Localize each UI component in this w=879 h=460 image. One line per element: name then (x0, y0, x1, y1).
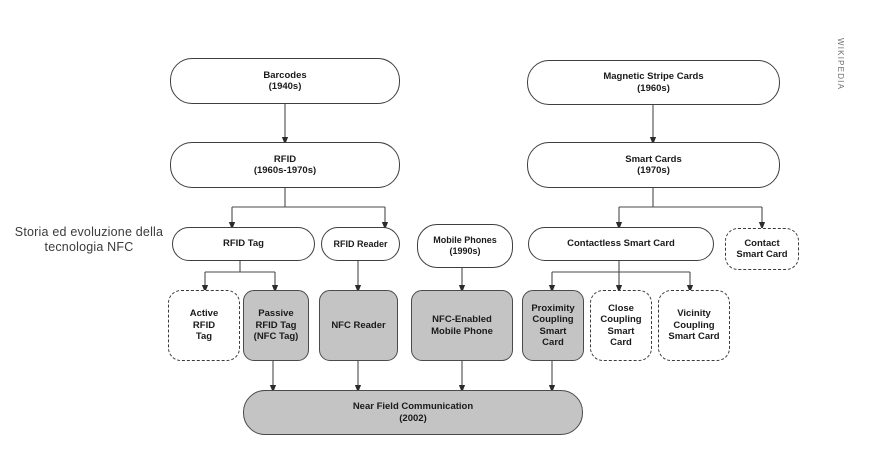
caption-line-1: Storia ed (14, 225, 67, 239)
node-magnetic-stripe-cards-sub: (1960s) (637, 82, 670, 94)
node-magnetic-stripe-cards-title: Magnetic Stripe Cards (603, 71, 704, 82)
node-smart-cards-title: Smart Cards (625, 153, 682, 165)
node-proximity-coupling-smart-card[interactable]: Proximity Coupling Smart Card (522, 290, 584, 361)
node-active-rfid-tag-line-3: Tag (195, 331, 213, 343)
node-vicinity-coupling-smart-card-line-3: Smart Card (668, 331, 720, 343)
node-near-field-communication-title: Near Field Communication (352, 401, 474, 412)
node-active-rfid-tag-line-2: RFID (192, 319, 216, 331)
node-smart-cards[interactable]: Smart Cards (1970s) (527, 142, 780, 188)
node-close-coupling-smart-card-line-3: Smart (607, 325, 635, 337)
node-active-rfid-tag-line-1: Active (189, 308, 219, 320)
node-near-field-communication-sub: (2002) (399, 412, 427, 424)
node-barcodes-title: Barcodes (263, 69, 307, 81)
node-passive-rfid-tag[interactable]: Passive RFID Tag (NFC Tag) (243, 290, 309, 361)
node-proximity-coupling-smart-card-line-2: Coupling (532, 314, 574, 325)
node-nfc-enabled-mobile-phone-line-1: NFC-Enabled (432, 314, 492, 325)
node-mobile-phones-sub: (1990s) (449, 246, 481, 256)
node-mobile-phones-title: Mobile Phones (433, 235, 497, 245)
diagram-caption: Storia ed evoluzione della tecnologia NF… (14, 225, 164, 255)
node-nfc-enabled-mobile-phone-line-2: Mobile Phone (431, 325, 493, 337)
node-proximity-coupling-smart-card-line-1: Proximity (531, 302, 575, 314)
node-close-coupling-smart-card-line-1: Close (608, 302, 634, 314)
node-rfid-title: RFID (273, 153, 297, 165)
node-nfc-enabled-mobile-phone[interactable]: NFC-Enabled Mobile Phone (411, 290, 513, 361)
node-rfid[interactable]: RFID (1960s-1970s) (170, 142, 400, 188)
node-nfc-reader[interactable]: NFC Reader (319, 290, 398, 361)
node-close-coupling-smart-card-line-4: Card (610, 337, 632, 348)
node-contact-smart-card[interactable]: Contact Smart Card (725, 228, 799, 270)
node-rfid-reader-title: RFID Reader (333, 238, 388, 249)
node-near-field-communication[interactable]: Near Field Communication (2002) (243, 390, 583, 435)
node-barcodes[interactable]: Barcodes (1940s) (170, 58, 400, 104)
node-rfid-tag[interactable]: RFID Tag (172, 227, 315, 261)
node-vicinity-coupling-smart-card-line-1: Vicinity (677, 308, 711, 320)
node-proximity-coupling-smart-card-line-4: Card (542, 337, 564, 348)
node-magnetic-stripe-cards[interactable]: Magnetic Stripe Cards (1960s) (527, 60, 780, 105)
node-contactless-smart-card[interactable]: Contactless Smart Card (528, 227, 714, 261)
node-barcodes-sub: (1940s) (268, 81, 302, 92)
caption-line-2: evoluzione della (70, 225, 164, 239)
node-contactless-smart-card-title: Contactless Smart Card (567, 238, 675, 250)
node-vicinity-coupling-smart-card-line-2: Coupling (673, 319, 715, 331)
node-passive-rfid-tag-line-2: RFID Tag (255, 319, 297, 331)
node-active-rfid-tag[interactable]: Active RFID Tag (168, 290, 240, 361)
node-passive-rfid-tag-line-3: (NFC Tag) (253, 331, 299, 343)
node-mobile-phones[interactable]: Mobile Phones (1990s) (417, 224, 513, 268)
node-rfid-reader[interactable]: RFID Reader (321, 227, 400, 261)
caption-line-3: tecnologia NFC (44, 240, 134, 254)
node-passive-rfid-tag-line-1: Passive (258, 308, 294, 320)
node-vicinity-coupling-smart-card[interactable]: Vicinity Coupling Smart Card (658, 290, 730, 361)
node-rfid-sub: (1960s-1970s) (253, 165, 317, 176)
node-close-coupling-smart-card[interactable]: Close Coupling Smart Card (590, 290, 652, 361)
node-close-coupling-smart-card-line-2: Coupling (600, 314, 642, 325)
node-rfid-tag-title: RFID Tag (223, 238, 264, 250)
node-proximity-coupling-smart-card-line-3: Smart (539, 325, 567, 337)
wikipedia-watermark: WIKIPEDIA (836, 38, 845, 91)
node-contact-smart-card-line-1: Contact (744, 237, 780, 249)
node-nfc-reader-title: NFC Reader (331, 319, 386, 331)
node-smart-cards-sub: (1970s) (637, 165, 670, 176)
node-contact-smart-card-line-2: Smart Card (736, 249, 788, 260)
